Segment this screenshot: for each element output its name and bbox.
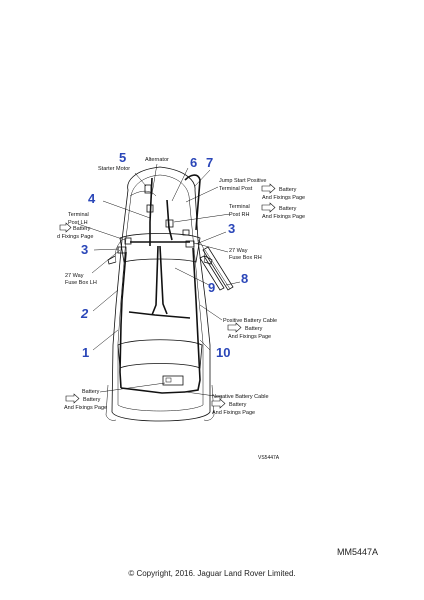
battery-ref-page[interactable]: d Fixings Page [57, 234, 93, 240]
battery-ref-page[interactable]: And Fixings Page [212, 410, 255, 416]
fuse-rh-label-1: 27 Way [229, 248, 248, 254]
callout-3-left: 3 [81, 242, 88, 257]
callout-3-right: 3 [228, 221, 235, 236]
reference-code: MM5447A [337, 547, 379, 557]
fuse-lh-label-2: Fuse Box LH [65, 280, 97, 286]
terminal-post-lh [124, 237, 132, 245]
battery-label: Battery [82, 389, 100, 395]
callout-10: 10 [216, 345, 230, 360]
arrow-right-icon [59, 222, 72, 233]
starter-motor [144, 184, 152, 194]
terminal-rh-label-2: Post RH [229, 212, 250, 218]
battery-ref-text[interactable]: Battery [73, 226, 91, 232]
components [117, 184, 195, 386]
jump-start-label-1: Jump Start Positive [219, 178, 266, 184]
callout-8: 8 [241, 271, 248, 286]
battery-ref-text[interactable]: Battery [229, 402, 247, 408]
jump-start-label-2: Terminal Post [219, 186, 253, 192]
battery-ref-text[interactable]: Battery [279, 187, 297, 193]
starter-motor-label: Starter Motor [98, 166, 130, 172]
callout-1: 1 [82, 345, 89, 360]
harness-routes [119, 174, 201, 394]
battery-ref-text[interactable]: Battery [245, 326, 263, 332]
battery-terminal [165, 377, 172, 383]
battery-ref-page[interactable]: And Fixings Page [228, 334, 271, 340]
leader-lines [77, 163, 241, 398]
callout-6: 6 [190, 155, 197, 170]
terminal-rh-label-1: Terminal [229, 204, 250, 210]
negative-cable-label: Negative Battery Cable [212, 394, 269, 400]
callout-4: 4 [88, 191, 96, 206]
battery [162, 375, 184, 386]
callout-9: 9 [208, 280, 215, 295]
fuse-lh-label-1: 27 Way [65, 273, 84, 279]
callout-2: 2 [80, 306, 89, 321]
alternator-label: Alternator [145, 157, 169, 163]
arrow-right-icon [65, 393, 80, 404]
junction-block [182, 229, 190, 236]
terminal-lh-label-2: Post LH [68, 220, 88, 226]
battery-ref-page[interactable]: And Fixings Page [262, 214, 305, 220]
copyright-notice: © Copyright, 2016. Jaguar Land Rover Lim… [128, 569, 296, 578]
hood-panel [199, 246, 234, 291]
battery-ref-page[interactable]: And Fixings Page [262, 195, 305, 201]
battery-refs: Battery And Fixings Page Battery And Fix… [57, 183, 305, 416]
arrow-right-icon [261, 202, 276, 213]
fuse-box-lh [117, 246, 127, 254]
arrow-right-icon [227, 322, 242, 333]
terminal-post-rh [165, 219, 174, 228]
battery-ref-text[interactable]: Battery [83, 397, 101, 403]
callout-numbers: 5 6 7 4 3 3 8 9 2 1 10 [80, 150, 248, 360]
drawing-code: VS5447A [258, 455, 280, 461]
fuse-rh-label-2: Fuse Box RH [229, 255, 262, 261]
arrow-right-icon [261, 183, 276, 194]
callout-5: 5 [119, 150, 126, 165]
battery-ref-page[interactable]: And Fixings Page [64, 405, 107, 411]
terminal-lh-label-1: Terminal [68, 212, 89, 218]
battery-ref-text[interactable]: Battery [279, 206, 297, 212]
fuse-box-rh [185, 240, 195, 248]
arrow-right-icon [211, 398, 226, 409]
positive-cable-label: Positive Battery Cable [223, 318, 277, 324]
callout-7: 7 [206, 155, 213, 170]
component-labels: Alternator Starter Motor Jump Start Posi… [65, 157, 277, 400]
